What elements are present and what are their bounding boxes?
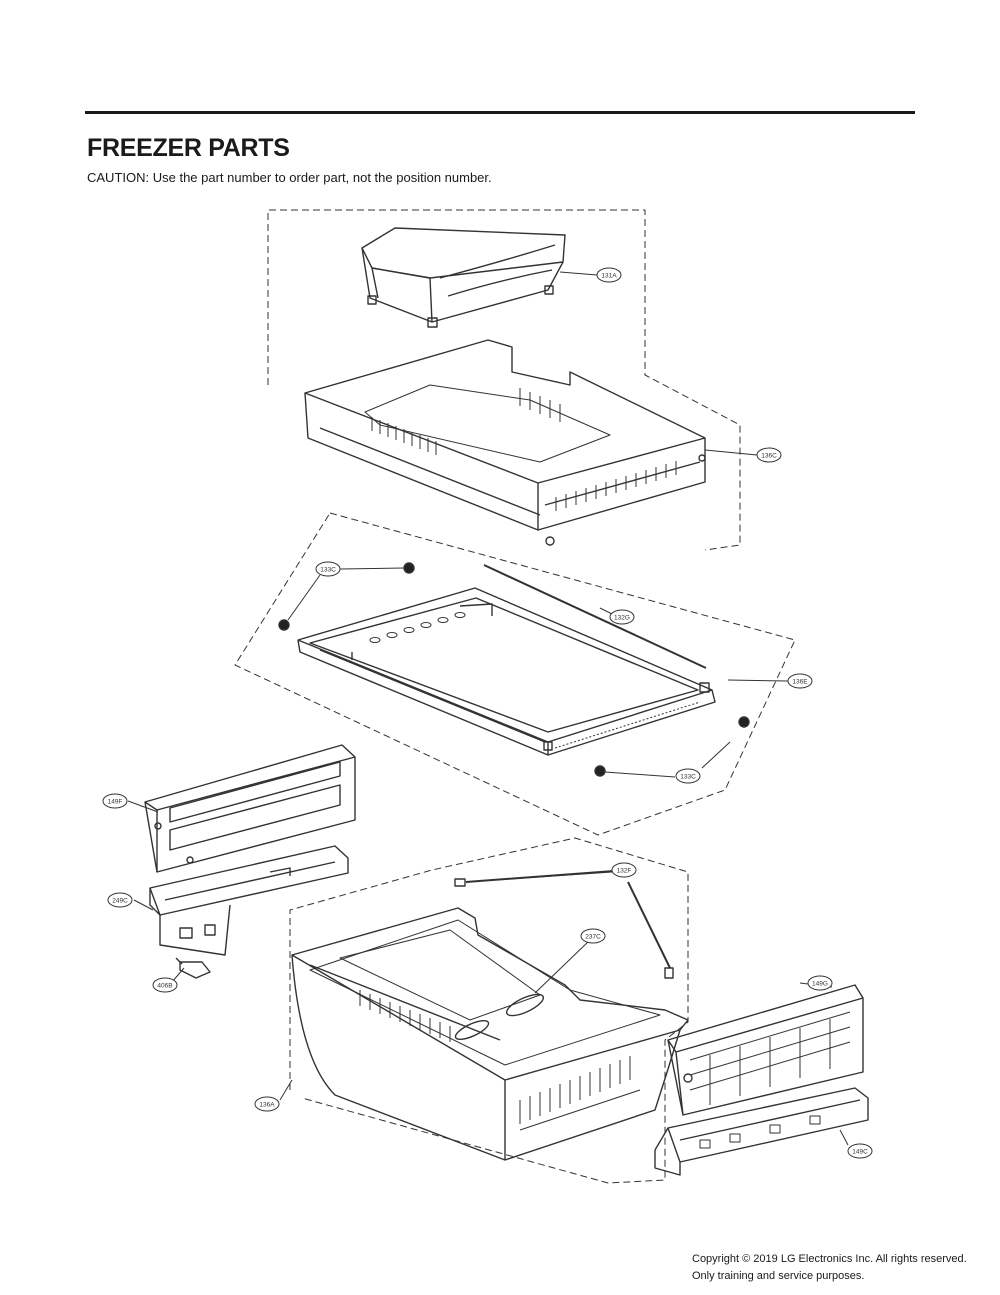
shelf-rod-part [483, 564, 707, 669]
left-rail-cover-part [144, 744, 356, 873]
copyright-notice: Copyright © 2019 LG Electronics Inc. All… [692, 1253, 967, 1282]
callout-406b: 406B [152, 977, 178, 993]
svg-text:136E: 136E [792, 679, 808, 686]
lower-drawer-part [291, 907, 689, 1161]
right-rail-cover-part [667, 984, 864, 1116]
upper-drawer-part [304, 339, 706, 546]
svg-text:136C: 136C [761, 453, 777, 460]
callout-132f: 132F [611, 862, 637, 878]
callout-237c: 237C [580, 928, 606, 944]
shelf-group-boundary [234, 512, 796, 836]
small-bin-part [361, 227, 566, 328]
svg-text:133C: 133C [320, 567, 336, 574]
svg-text:133C: 133C [680, 774, 696, 781]
page-title: FREEZER PARTS [87, 134, 290, 162]
upper-group-boundary [267, 209, 741, 551]
rail-clip-part [175, 957, 211, 979]
svg-text:149F: 149F [108, 799, 123, 806]
screw-parts [278, 562, 750, 777]
callout-149g: 149G [807, 975, 833, 991]
callout-131a: 131A [596, 267, 622, 283]
header-rule [85, 111, 915, 114]
caution-note: CAUTION: Use the part number to order pa… [87, 170, 492, 185]
svg-text:131A: 131A [601, 273, 617, 280]
leader-lines [127, 271, 849, 1146]
callout-132g: 132G [609, 609, 635, 625]
callout-133c-right: 133C [675, 768, 701, 784]
callout-149f: 149F [102, 793, 128, 809]
callout-133c-left: 133C [315, 561, 341, 577]
left-rail-part [149, 845, 349, 956]
svg-text:149G: 149G [812, 981, 828, 988]
svg-text:132F: 132F [617, 868, 632, 875]
right-rail-part [654, 1087, 869, 1176]
svg-text:406B: 406B [157, 983, 172, 990]
svg-text:136A: 136A [259, 1102, 275, 1109]
svg-text:249C: 249C [112, 898, 128, 905]
callout-149c: 149C [847, 1143, 873, 1159]
callout-249c: 249C [107, 892, 133, 908]
callout-136a: 136A [254, 1096, 280, 1112]
svg-text:132G: 132G [614, 615, 630, 622]
svg-text:237C: 237C [585, 934, 601, 941]
callout-136c: 136C [756, 447, 782, 463]
drawer-rod-part [454, 870, 674, 979]
callout-136e: 136E [787, 673, 813, 689]
svg-text:149C: 149C [852, 1149, 868, 1156]
lower-group-boundary [289, 837, 689, 1184]
shelf-frame-part [297, 587, 716, 756]
